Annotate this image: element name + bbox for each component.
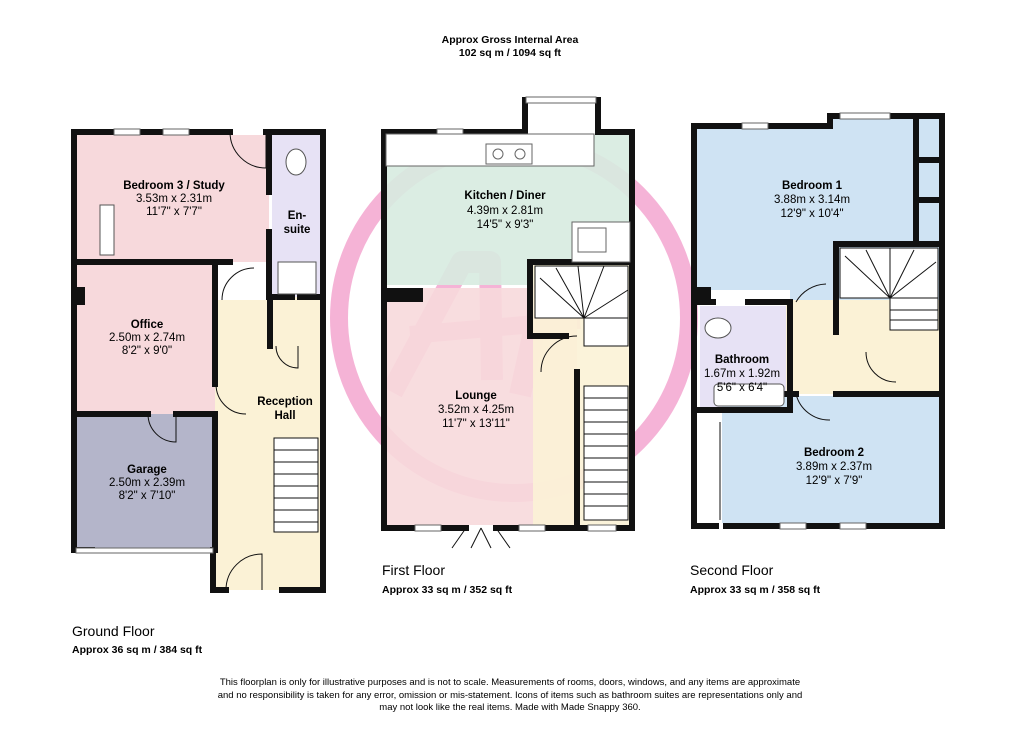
first-floor-plan — [381, 96, 635, 549]
shower-tray-icon — [277, 261, 317, 295]
lounge-metric: 3.52m x 4.25m — [438, 404, 514, 416]
door-swing — [795, 283, 827, 303]
window — [414, 524, 442, 532]
bedroom2-imperial: 12'9" x 7'9" — [806, 475, 863, 487]
staircase — [839, 247, 939, 331]
window — [525, 96, 597, 104]
bedroom2-metric: 3.89m x 2.37m — [796, 461, 872, 473]
ensuite-label-line1: En- — [288, 210, 307, 222]
door-swing — [865, 351, 897, 383]
bedroom3-metric: 3.53m x 2.31m — [136, 193, 212, 205]
disclaimer-line: may not look like the real items. Made w… — [379, 702, 641, 713]
door-swing — [221, 267, 255, 301]
header-title: Approx Gross Internal Area — [442, 34, 579, 46]
office-name: Office — [131, 319, 164, 331]
disclaimer: This floorplan is only for illustrative … — [150, 677, 870, 715]
bedroom3-name: Bedroom 3 / Study — [123, 180, 225, 192]
door-swing — [147, 413, 177, 443]
toilet-icon — [285, 148, 307, 176]
bathroom-imperial: 5'6" x 6'4" — [717, 382, 767, 394]
staircase — [273, 437, 319, 533]
bedroom2-name: Bedroom 2 — [804, 447, 864, 459]
garage-fill — [77, 414, 215, 550]
second-floor-plan — [691, 112, 945, 530]
bedroom1-metric: 3.88m x 3.14m — [774, 194, 850, 206]
bedroom2-fill — [722, 396, 940, 523]
second-floor-name: Second Floor — [690, 562, 774, 578]
lounge-name: Lounge — [455, 390, 497, 402]
bathroom-name: Bathroom — [715, 354, 769, 366]
garage-metric: 2.50m x 2.39m — [109, 477, 185, 489]
staircase — [534, 265, 629, 521]
window — [839, 522, 867, 530]
ground-floor-area: Approx 36 sq m / 384 sq ft — [72, 644, 203, 656]
bathroom-metric: 1.67m x 1.92m — [704, 368, 780, 380]
first-floor-area: Approx 33 sq m / 352 sq ft — [382, 584, 513, 596]
disclaimer-line: This floorplan is only for illustrative … — [219, 677, 801, 688]
window — [587, 524, 617, 532]
door-swing — [795, 393, 831, 421]
office-metric: 2.50m x 2.74m — [109, 332, 185, 344]
door-swing — [275, 345, 299, 369]
door-swing — [225, 553, 263, 591]
bedroom1-name: Bedroom 1 — [782, 180, 843, 192]
header-total-area: 102 sq m / 1094 sq ft — [459, 47, 562, 59]
kitchen-metric: 4.39m x 2.81m — [467, 205, 543, 217]
door-swing — [540, 335, 578, 373]
bedroom1-imperial: 12'9" x 10'4" — [780, 208, 843, 220]
bathtub-icon — [713, 383, 785, 407]
kitchen-name: Kitchen / Diner — [464, 190, 546, 202]
door-swing — [215, 383, 247, 415]
kitchen-imperial: 14'5" x 9'3" — [477, 219, 534, 231]
garage-name: Garage — [127, 464, 167, 476]
wardrobe — [99, 204, 115, 256]
office-imperial: 8'2" x 9'0" — [122, 345, 172, 357]
french-doors — [451, 527, 511, 549]
reception-label-line1: Reception — [257, 396, 313, 408]
chimney-breast — [387, 288, 423, 302]
ground-floor-name: Ground Floor — [72, 623, 155, 639]
window — [839, 112, 891, 120]
second-floor-area: Approx 33 sq m / 358 sq ft — [690, 584, 821, 596]
bedroom3-imperial: 11'7" x 7'7" — [146, 206, 202, 218]
ensuite-label-line2: suite — [284, 224, 311, 236]
lounge-imperial: 11'7" x 13'11" — [442, 418, 510, 430]
window — [779, 522, 807, 530]
chimney-breast — [697, 287, 711, 303]
ground-floor-plan — [71, 128, 326, 593]
reception-label-line2: Hall — [274, 410, 295, 422]
window — [113, 128, 141, 136]
disclaimer-line: and no responsibility is taken for any e… — [217, 689, 803, 701]
kitchen-units — [385, 133, 631, 263]
garage-imperial: 8'2" x 7'10" — [119, 490, 176, 502]
window — [162, 128, 190, 136]
toilet-icon — [704, 317, 732, 339]
chimney-breast — [75, 287, 85, 305]
window — [741, 122, 769, 130]
door-swing — [229, 131, 267, 169]
office-fill — [77, 262, 215, 414]
garage-door — [75, 547, 214, 554]
first-floor-name: First Floor — [382, 562, 445, 578]
window — [518, 524, 546, 532]
